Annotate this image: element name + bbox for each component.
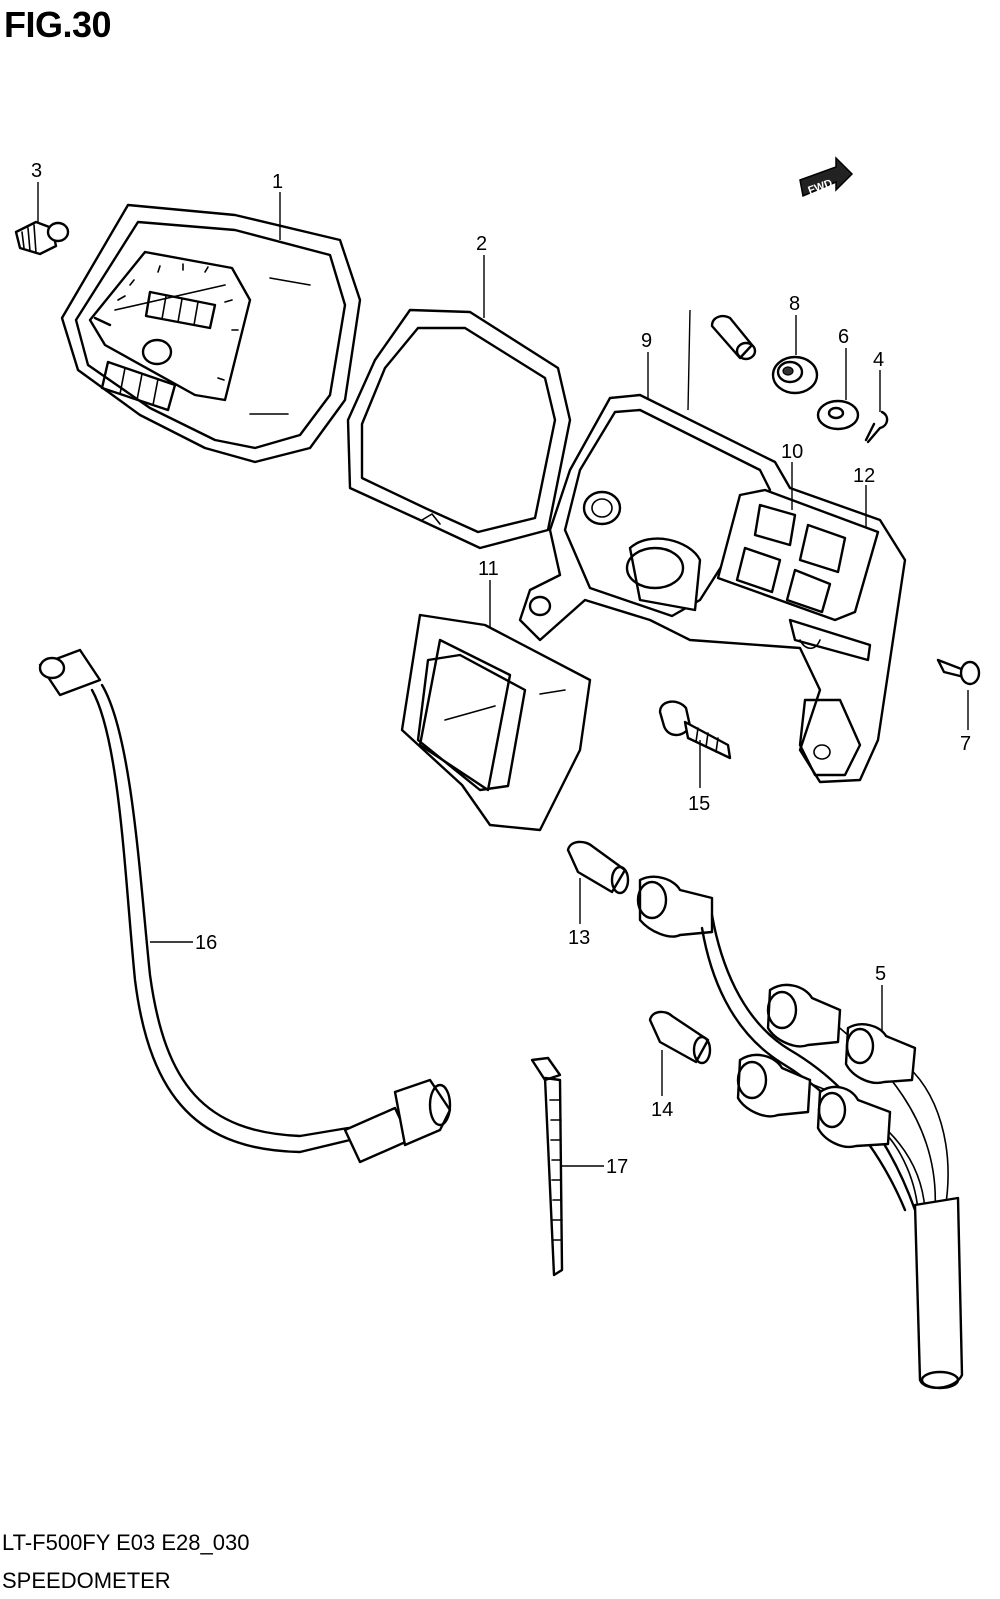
part-6-washer[interactable] <box>816 399 860 431</box>
part-9-meter-case[interactable] <box>518 393 907 784</box>
part-1-speedometer-housing[interactable] <box>60 203 362 464</box>
part-3-knob[interactable] <box>14 220 70 256</box>
part-16-cable[interactable] <box>38 648 452 1164</box>
leader-lines <box>37 182 969 1167</box>
part-13-bulb[interactable] <box>566 840 630 895</box>
callout-10: 10 <box>781 441 803 463</box>
part-10-indicator-lens[interactable] <box>716 488 880 622</box>
callout-3: 3 <box>31 160 42 182</box>
callout-16: 16 <box>195 932 217 954</box>
callout-12: 12 <box>853 465 875 487</box>
part-4-clip[interactable] <box>864 410 889 444</box>
callout-1: 1 <box>272 171 283 193</box>
callout-17: 17 <box>606 1156 628 1178</box>
figure-title: FIG.30 <box>4 4 112 45</box>
part-14-bulb[interactable] <box>648 1010 712 1065</box>
model-code: LT-F500FY E03 E28_030 <box>2 1530 250 1555</box>
part-7-screw[interactable] <box>936 658 981 686</box>
part-5-harness[interactable] <box>636 875 964 1390</box>
callout-15: 15 <box>688 793 710 815</box>
fwd-arrow-icon: FWD <box>799 156 854 197</box>
callout-6: 6 <box>838 326 849 348</box>
callout-14: 14 <box>651 1099 673 1121</box>
part-17-cable-tie[interactable] <box>530 1056 564 1277</box>
part-2-gasket[interactable] <box>346 308 572 550</box>
part-11-panel[interactable] <box>400 613 592 832</box>
callout-8: 8 <box>789 293 800 315</box>
callout-5: 5 <box>875 963 886 985</box>
part-bulb-top <box>710 314 757 361</box>
callout-2: 2 <box>476 233 487 255</box>
callout-9: 9 <box>641 330 652 352</box>
callout-4: 4 <box>873 349 884 371</box>
part-8-grommet[interactable] <box>771 355 819 395</box>
callout-11: 11 <box>478 558 499 580</box>
callout-numbers: 1 2 3 4 5 6 7 8 9 10 11 12 13 14 15 16 1… <box>31 160 971 1178</box>
section-name: SPEEDOMETER <box>2 1568 171 1593</box>
callout-7: 7 <box>960 733 971 755</box>
part-15-bolt[interactable] <box>658 700 732 760</box>
callout-13: 13 <box>568 927 590 949</box>
